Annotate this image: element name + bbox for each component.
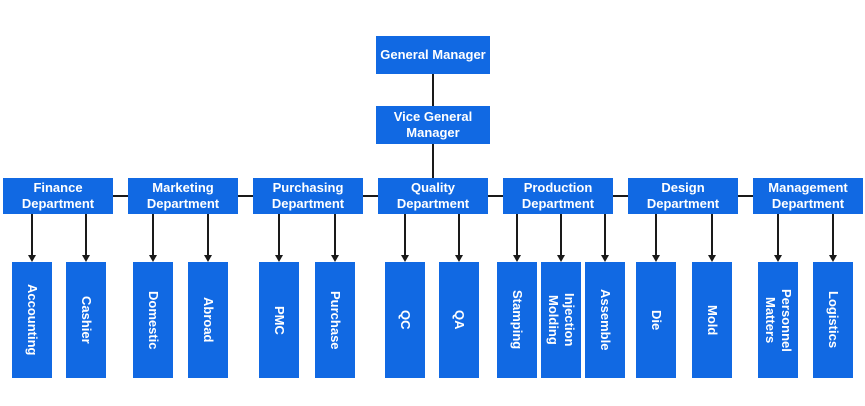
production-department-label: Production Department [521, 180, 595, 211]
pmc-label: PMC [272, 305, 287, 335]
arrow-down-icon [829, 255, 837, 262]
box-purchase: Purchase [315, 262, 355, 378]
connector-quality-qa [458, 214, 460, 256]
marketing-department-label: Marketing Department [146, 180, 220, 211]
box-qc: QC [385, 262, 425, 378]
abroad-label: Abroad [201, 297, 216, 343]
mold-label: Mold [705, 304, 720, 336]
box-logistics: Logistics [813, 262, 853, 378]
connector-management-personnel-matters [777, 214, 779, 256]
box-cashier: Cashier [66, 262, 106, 378]
finance-department-label: Finance Department [21, 180, 95, 211]
box-die: Die [636, 262, 676, 378]
connector-purchasing-pmc [278, 214, 280, 256]
box-finance-department: Finance Department [3, 178, 113, 214]
design-department-label: Design Department [646, 180, 720, 211]
arrow-down-icon [28, 255, 36, 262]
injection-molding-label: Injection Molding [546, 293, 577, 347]
connector-dept-2-3 [238, 195, 253, 197]
box-purchasing-department: Purchasing Department [253, 178, 363, 214]
box-stamping: Stamping [497, 262, 537, 378]
stamping-label: Stamping [510, 290, 525, 350]
box-mold: Mold [692, 262, 732, 378]
connector-vgm-departments [432, 144, 434, 178]
arrow-down-icon [204, 255, 212, 262]
connector-quality-qc [404, 214, 406, 256]
purchasing-department-label: Purchasing Department [271, 180, 345, 211]
cashier-label: Cashier [79, 296, 94, 344]
connector-finance-accounting [31, 214, 33, 256]
quality-department-label: Quality Department [396, 180, 470, 211]
connector-purchasing-purchase [334, 214, 336, 256]
personnel-matters-label: Personnel Matters [763, 288, 794, 352]
box-marketing-department: Marketing Department [128, 178, 238, 214]
connector-production-stamping [516, 214, 518, 256]
general-manager-label: General Manager [380, 47, 486, 62]
connector-finance-cashier [85, 214, 87, 256]
connector-marketing-abroad [207, 214, 209, 256]
logistics-label: Logistics [826, 291, 841, 349]
connector-design-die [655, 214, 657, 256]
box-qa: QA [439, 262, 479, 378]
box-production-department: Production Department [503, 178, 613, 214]
connector-production-assemble [604, 214, 606, 256]
box-pmc: PMC [259, 262, 299, 378]
connector-dept-4-5 [488, 195, 503, 197]
connector-management-logistics [832, 214, 834, 256]
arrow-down-icon [601, 255, 609, 262]
arrow-down-icon [708, 255, 716, 262]
arrow-down-icon [331, 255, 339, 262]
arrow-down-icon [652, 255, 660, 262]
connector-design-mold [711, 214, 713, 256]
box-accounting: Accounting [12, 262, 52, 378]
arrow-down-icon [275, 255, 283, 262]
connector-gm-vgm [432, 74, 434, 106]
box-vice-general-manager: Vice General Manager [376, 106, 490, 144]
box-abroad: Abroad [188, 262, 228, 378]
accounting-label: Accounting [25, 284, 40, 356]
arrow-down-icon [401, 255, 409, 262]
arrow-down-icon [455, 255, 463, 262]
vice-general-manager-label: Vice General Manager [393, 109, 473, 140]
assemble-label: Assemble [598, 289, 613, 351]
box-injection-molding: Injection Molding [541, 262, 581, 378]
die-label: Die [649, 309, 664, 331]
qa-label: QA [452, 310, 467, 330]
arrow-down-icon [557, 255, 565, 262]
box-quality-department: Quality Department [378, 178, 488, 214]
connector-marketing-domestic [152, 214, 154, 256]
connector-production-injection-molding [560, 214, 562, 256]
arrow-down-icon [513, 255, 521, 262]
box-assemble: Assemble [585, 262, 625, 378]
connector-dept-1-2 [113, 195, 128, 197]
domestic-label: Domestic [146, 290, 161, 350]
box-personnel-matters: Personnel Matters [758, 262, 798, 378]
qc-label: QC [398, 310, 413, 330]
box-design-department: Design Department [628, 178, 738, 214]
management-department-label: Management Department [768, 180, 848, 211]
arrow-down-icon [149, 255, 157, 262]
box-domestic: Domestic [133, 262, 173, 378]
arrow-down-icon [82, 255, 90, 262]
connector-dept-6-7 [738, 195, 753, 197]
box-management-department: Management Department [753, 178, 863, 214]
purchase-label: Purchase [328, 290, 343, 350]
connector-dept-3-4 [363, 195, 378, 197]
connector-dept-5-6 [613, 195, 628, 197]
arrow-down-icon [774, 255, 782, 262]
box-general-manager: General Manager [376, 36, 490, 74]
